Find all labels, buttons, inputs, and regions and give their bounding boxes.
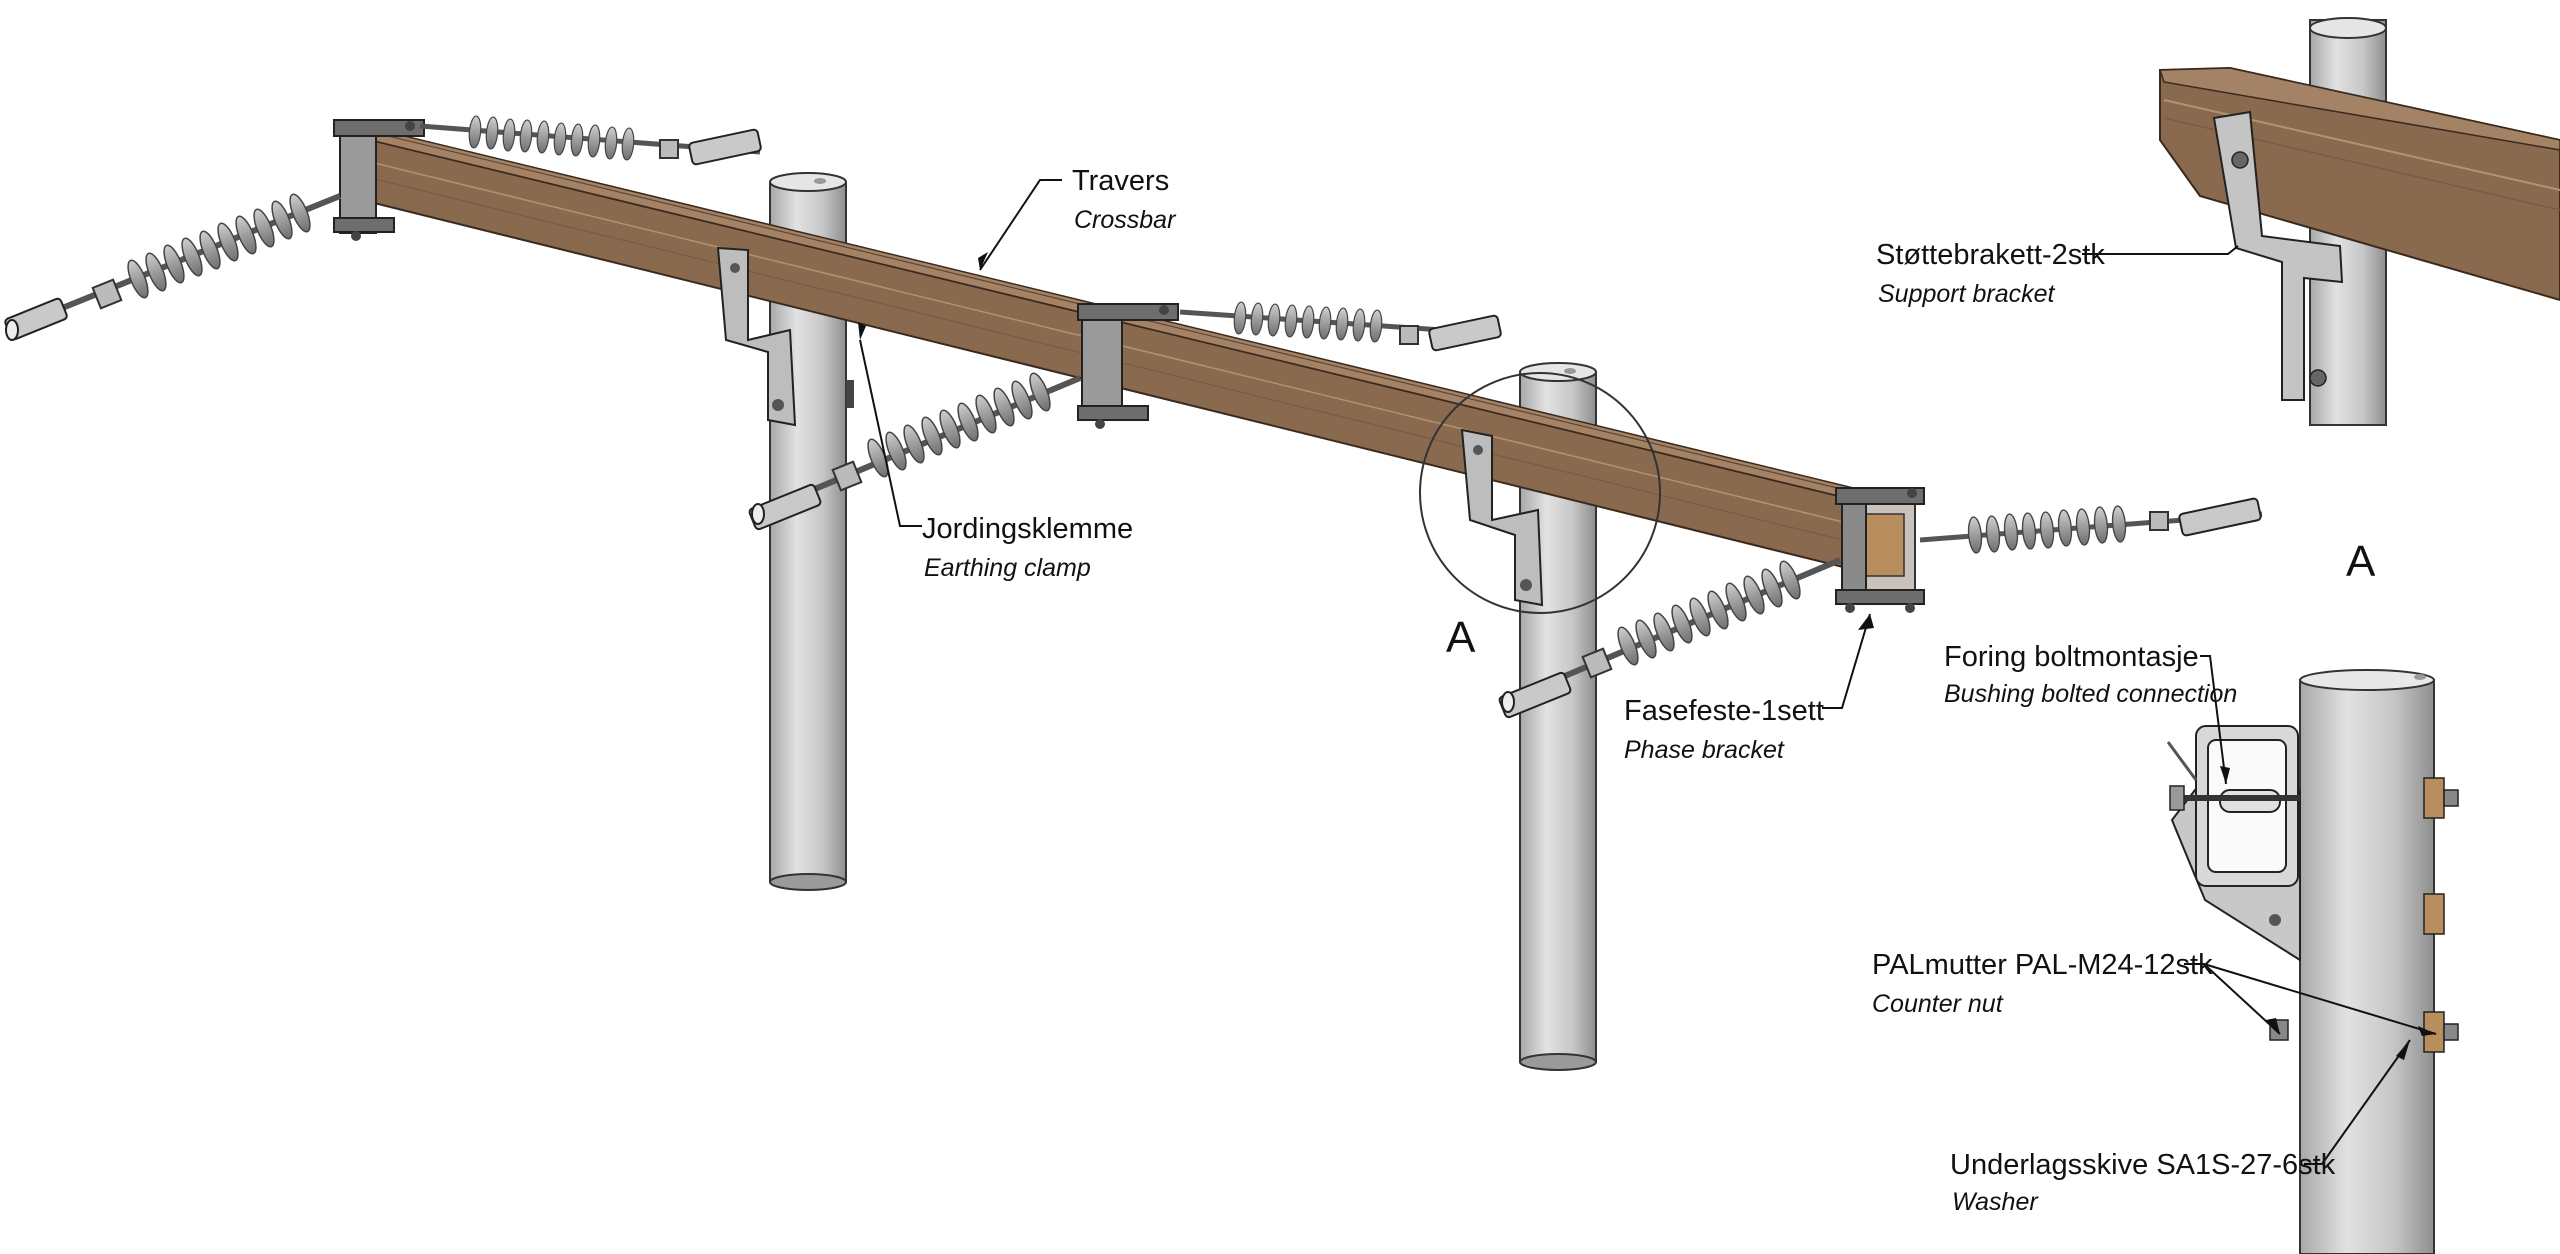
insulator-left-lower [4,191,342,341]
label-foring-sub: Bushing bolted connection [1944,680,2237,708]
insulator-middle-upper [1179,300,1502,352]
phase-clamp-middle [1077,303,1179,429]
leader-stottebrakett [2082,245,2239,255]
support-bracket-left [716,246,797,427]
insulator-left-upper [419,114,762,166]
label-stottebrakett-sub: Support bracket [1878,280,2056,308]
label-travers-sub: Crossbar [1074,206,1177,234]
label-underlagsskive-sub: Washer [1952,1188,2039,1216]
insulator-right-upper [1919,497,2263,555]
leader-arrows-detail [2220,766,2436,1060]
detail-marker-a: A [1446,613,1476,662]
label-foring: Foring boltmontasje [1944,641,2199,673]
phase-clamp-left [333,119,425,241]
insulator-right-lower [1498,557,1842,719]
label-fasefeste: Fasefeste-1sett [1624,695,1824,727]
detail-a-top [2158,17,2560,426]
label-palmutter: PALmutter PAL-M24-12stk [1872,949,2213,981]
crossbar [359,129,1916,593]
label-stottebrakett: Støttebrakett-2stk [1876,239,2105,271]
label-fasefeste-sub: Phase bracket [1624,736,1785,764]
label-underlagsskive: Underlagsskive SA1S-27-6stk [1950,1149,2336,1181]
detail-title-a: A [2346,537,2376,586]
label-palmutter-sub: Counter nut [1872,990,2004,1018]
leader-lines-detail [2184,655,2437,1165]
label-travers: Travers [1072,165,1169,197]
label-jordingsklemme-sub: Earthing clamp [924,554,1091,582]
detail-a-circle [1419,372,1661,614]
earthing-clamp [846,380,854,408]
insulator-middle-lower [748,370,1082,531]
support-bracket-right [1460,428,1544,607]
leader-lines [859,179,1871,709]
phase-clamp-right [1835,487,1925,613]
label-jordingsklemme: Jordingsklemme [922,513,1133,545]
detail-a-bottom [2166,669,2459,1254]
leader-arrows [858,252,1874,630]
